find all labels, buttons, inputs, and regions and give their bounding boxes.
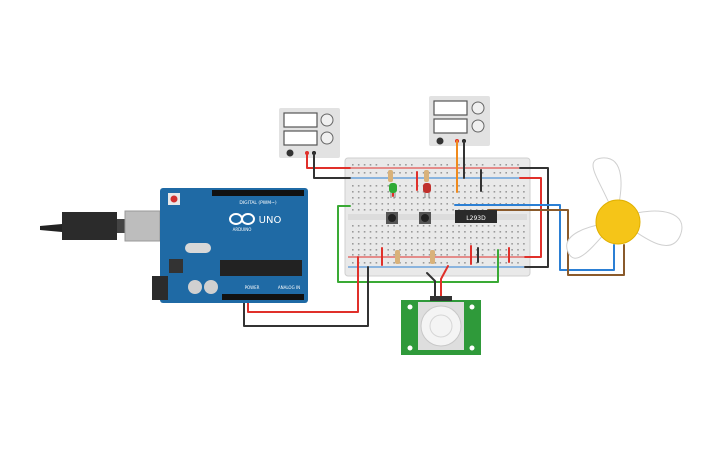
motor-driver-chip[interactable]: L293D	[455, 210, 497, 223]
pir-sensor[interactable]	[401, 296, 481, 355]
arduino-digital-label: DIGITAL (PWM~)	[239, 200, 277, 206]
resistor-2[interactable]	[424, 170, 429, 182]
wire-rail-black-right	[519, 167, 549, 268]
arduino-brand-label: ARDUINO	[233, 227, 252, 232]
wire-ps-left-red	[306, 152, 351, 169]
dc-motor-fan[interactable]	[566, 157, 683, 259]
wire-rail-red-right	[519, 177, 542, 258]
wire-brown-motor	[487, 209, 625, 276]
wire-green-loop	[337, 205, 499, 283]
push-button-1[interactable]	[386, 212, 398, 224]
arduino-usb-cable	[40, 210, 161, 242]
power-supply-right[interactable]	[429, 96, 490, 146]
led-green[interactable]	[389, 183, 397, 198]
wire-arduino-gnd-black	[243, 266, 369, 327]
arduino-analog-label: ANALOG IN	[278, 285, 300, 290]
wires	[243, 140, 625, 327]
wire-pir-red	[440, 265, 449, 301]
arduino-power-label: POWER	[245, 285, 260, 290]
motor-driver-label: L293D	[466, 215, 486, 222]
arduino-infinity-logo	[229, 213, 255, 225]
power-supply-left[interactable]	[279, 108, 340, 158]
push-button-2[interactable]	[419, 212, 431, 224]
wire-pir-black	[426, 272, 436, 301]
resistor-1[interactable]	[388, 170, 393, 182]
wire-blue-motor	[454, 204, 615, 271]
arduino-model-label: UNO	[259, 215, 282, 226]
resistor-4[interactable]	[430, 250, 435, 264]
breadboard[interactable]	[344, 157, 531, 277]
arduino-power-analog-header	[222, 294, 304, 300]
arduino-board[interactable]: DIGITAL (PWM~) UNO ARDUINO POWER ANALOG …	[152, 188, 308, 303]
resistor-3[interactable]	[395, 250, 400, 264]
wire-ps-left-black	[313, 152, 351, 179]
arduino-digital-header	[212, 190, 304, 196]
led-red[interactable]	[423, 183, 431, 198]
